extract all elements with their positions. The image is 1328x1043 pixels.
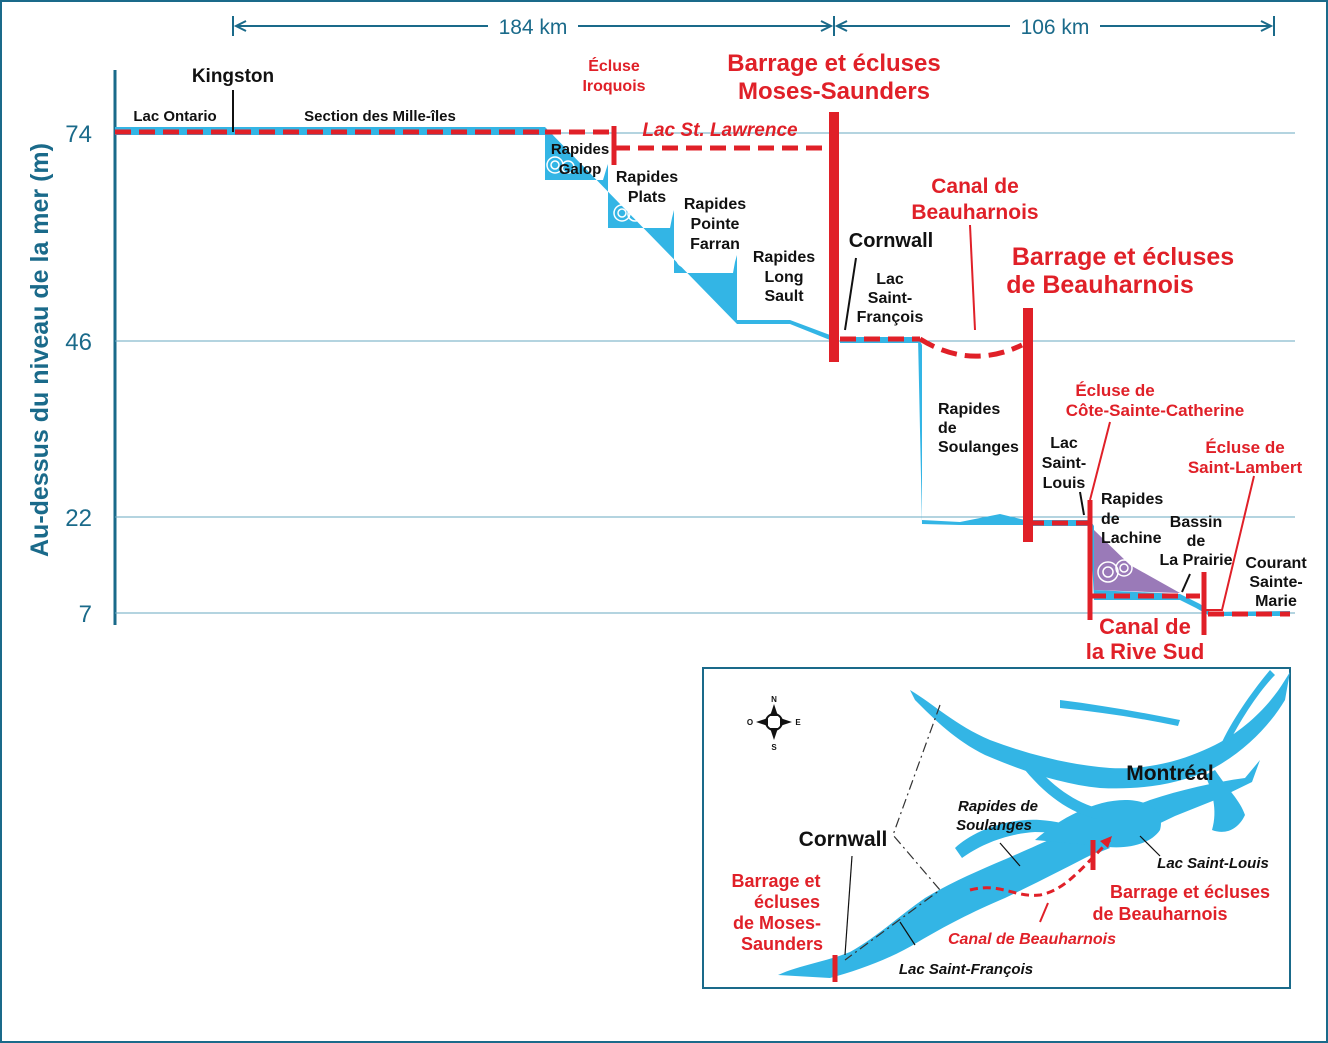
compass-rose-icon: N S O E [747, 695, 801, 752]
compass-o: O [747, 718, 753, 727]
inset-cornwall: Cornwall [799, 828, 888, 851]
label-mille-iles: Section des Mille-îles [304, 108, 456, 125]
inset-moses-3: de Moses- [733, 913, 821, 933]
label-kingston: Kingston [192, 66, 274, 87]
y-tick-22: 22 [65, 505, 92, 532]
gridlines [115, 132, 1295, 614]
inset-map: N S O E Montréal Cornwall Rapides de Sou… [702, 667, 1291, 989]
label-lac-st-lawrence: Lac St. Lawrence [642, 120, 798, 141]
label-soulanges-1: Rapides [938, 401, 1000, 418]
label-lsl-3: Louis [1043, 475, 1086, 492]
label-canal-beau-1: Canal de [931, 175, 1019, 198]
label-long-sault-3: Sault [764, 288, 804, 305]
inset-leader-lines [844, 835, 1161, 956]
label-long-sault-1: Rapides [753, 249, 815, 266]
label-cote-2: Côte-Sainte-Catherine [1066, 401, 1245, 420]
label-iroquois-2: Iroquois [582, 78, 645, 95]
leader-lines [232, 90, 1191, 593]
label-lsl-2: Saint- [1042, 455, 1086, 472]
label-galop-1: Rapides [551, 141, 609, 158]
distance-label-106: 106 km [1021, 16, 1090, 39]
label-barrage-beau-2: de Beauharnois [1006, 271, 1194, 299]
inset-montreal: Montréal [1126, 762, 1214, 785]
label-rive-sud-2: la Rive Sud [1086, 639, 1205, 664]
inset-soulanges-1: Rapides de [958, 798, 1038, 815]
label-farran-2: Pointe [691, 216, 740, 233]
label-lachine-2: de [1101, 511, 1120, 528]
label-lsf-2: Saint- [868, 290, 912, 307]
y-tick-74: 74 [65, 121, 92, 148]
y-tick-7: 7 [79, 601, 92, 628]
label-courant-1: Courant [1245, 555, 1307, 572]
y-axis-title: Au-dessus du niveau de la mer (m) [26, 143, 54, 557]
inset-moses-4: Saunders [741, 934, 823, 954]
inset-canal: Canal de Beauharnois [948, 931, 1116, 948]
label-iroquois-1: Écluse [588, 56, 640, 75]
label-cornwall: Cornwall [849, 230, 933, 252]
rapid-swirls [546, 156, 1133, 583]
compass-e: E [795, 718, 801, 727]
label-soulanges-2: de [938, 420, 957, 437]
label-lambert-1: Écluse de [1205, 438, 1284, 457]
label-courant-2: Sainte- [1249, 574, 1302, 591]
label-farran-1: Rapides [684, 196, 746, 213]
label-cote-1: Écluse de [1075, 381, 1154, 400]
inset-boundary-line [844, 704, 941, 961]
label-long-sault-2: Long [764, 269, 803, 286]
label-canal-beau-2: Beauharnois [911, 201, 1038, 224]
label-lambert-2: Saint-Lambert [1188, 458, 1303, 477]
inset-soulanges-2: Soulanges [956, 817, 1032, 834]
label-plats-1: Rapides [616, 169, 678, 186]
label-lachine-3: Lachine [1101, 530, 1162, 547]
label-galop-2: Galop [559, 161, 602, 178]
label-bassin-2: de [1187, 533, 1206, 550]
label-moses-2: Moses-Saunders [738, 78, 930, 105]
inset-beau-1: Barrage et écluses [1110, 882, 1270, 902]
label-plats-2: Plats [628, 189, 666, 206]
lachine-rapids-fill [1094, 530, 1180, 593]
inset-beau-2: de Beauharnois [1092, 904, 1227, 924]
compass-s: S [771, 743, 777, 752]
label-moses-1: Barrage et écluses [727, 50, 940, 77]
label-courant-3: Marie [1255, 593, 1297, 610]
label-farran-3: Farran [690, 236, 740, 253]
distance-scale [232, 16, 1275, 36]
label-lsf-1: Lac [876, 271, 904, 288]
label-bassin-3: La Prairie [1160, 552, 1233, 569]
label-bassin-1: Bassin [1170, 514, 1222, 531]
label-lac-ontario: Lac Ontario [133, 108, 216, 125]
distance-label-184: 184 km [499, 16, 568, 39]
inset-lac-saint-francois: Lac Saint-François [899, 961, 1033, 978]
inset-lac-saint-louis: Lac Saint-Louis [1157, 855, 1269, 872]
y-tick-46: 46 [65, 329, 92, 356]
inset-moses-1: Barrage et [731, 871, 820, 891]
compass-n: N [771, 695, 777, 704]
label-lsl-1: Lac [1050, 435, 1078, 452]
inset-red-features [832, 836, 1112, 982]
label-soulanges-3: Soulanges [938, 439, 1019, 456]
label-rive-sud-1: Canal de [1099, 614, 1191, 639]
inset-moses-2: écluses [754, 892, 820, 912]
label-lsf-3: François [857, 309, 924, 326]
river-shapes [778, 670, 1290, 978]
label-lachine-1: Rapides [1101, 491, 1163, 508]
label-barrage-beau-1: Barrage et écluses [1012, 243, 1234, 271]
red-structures [115, 112, 1290, 635]
